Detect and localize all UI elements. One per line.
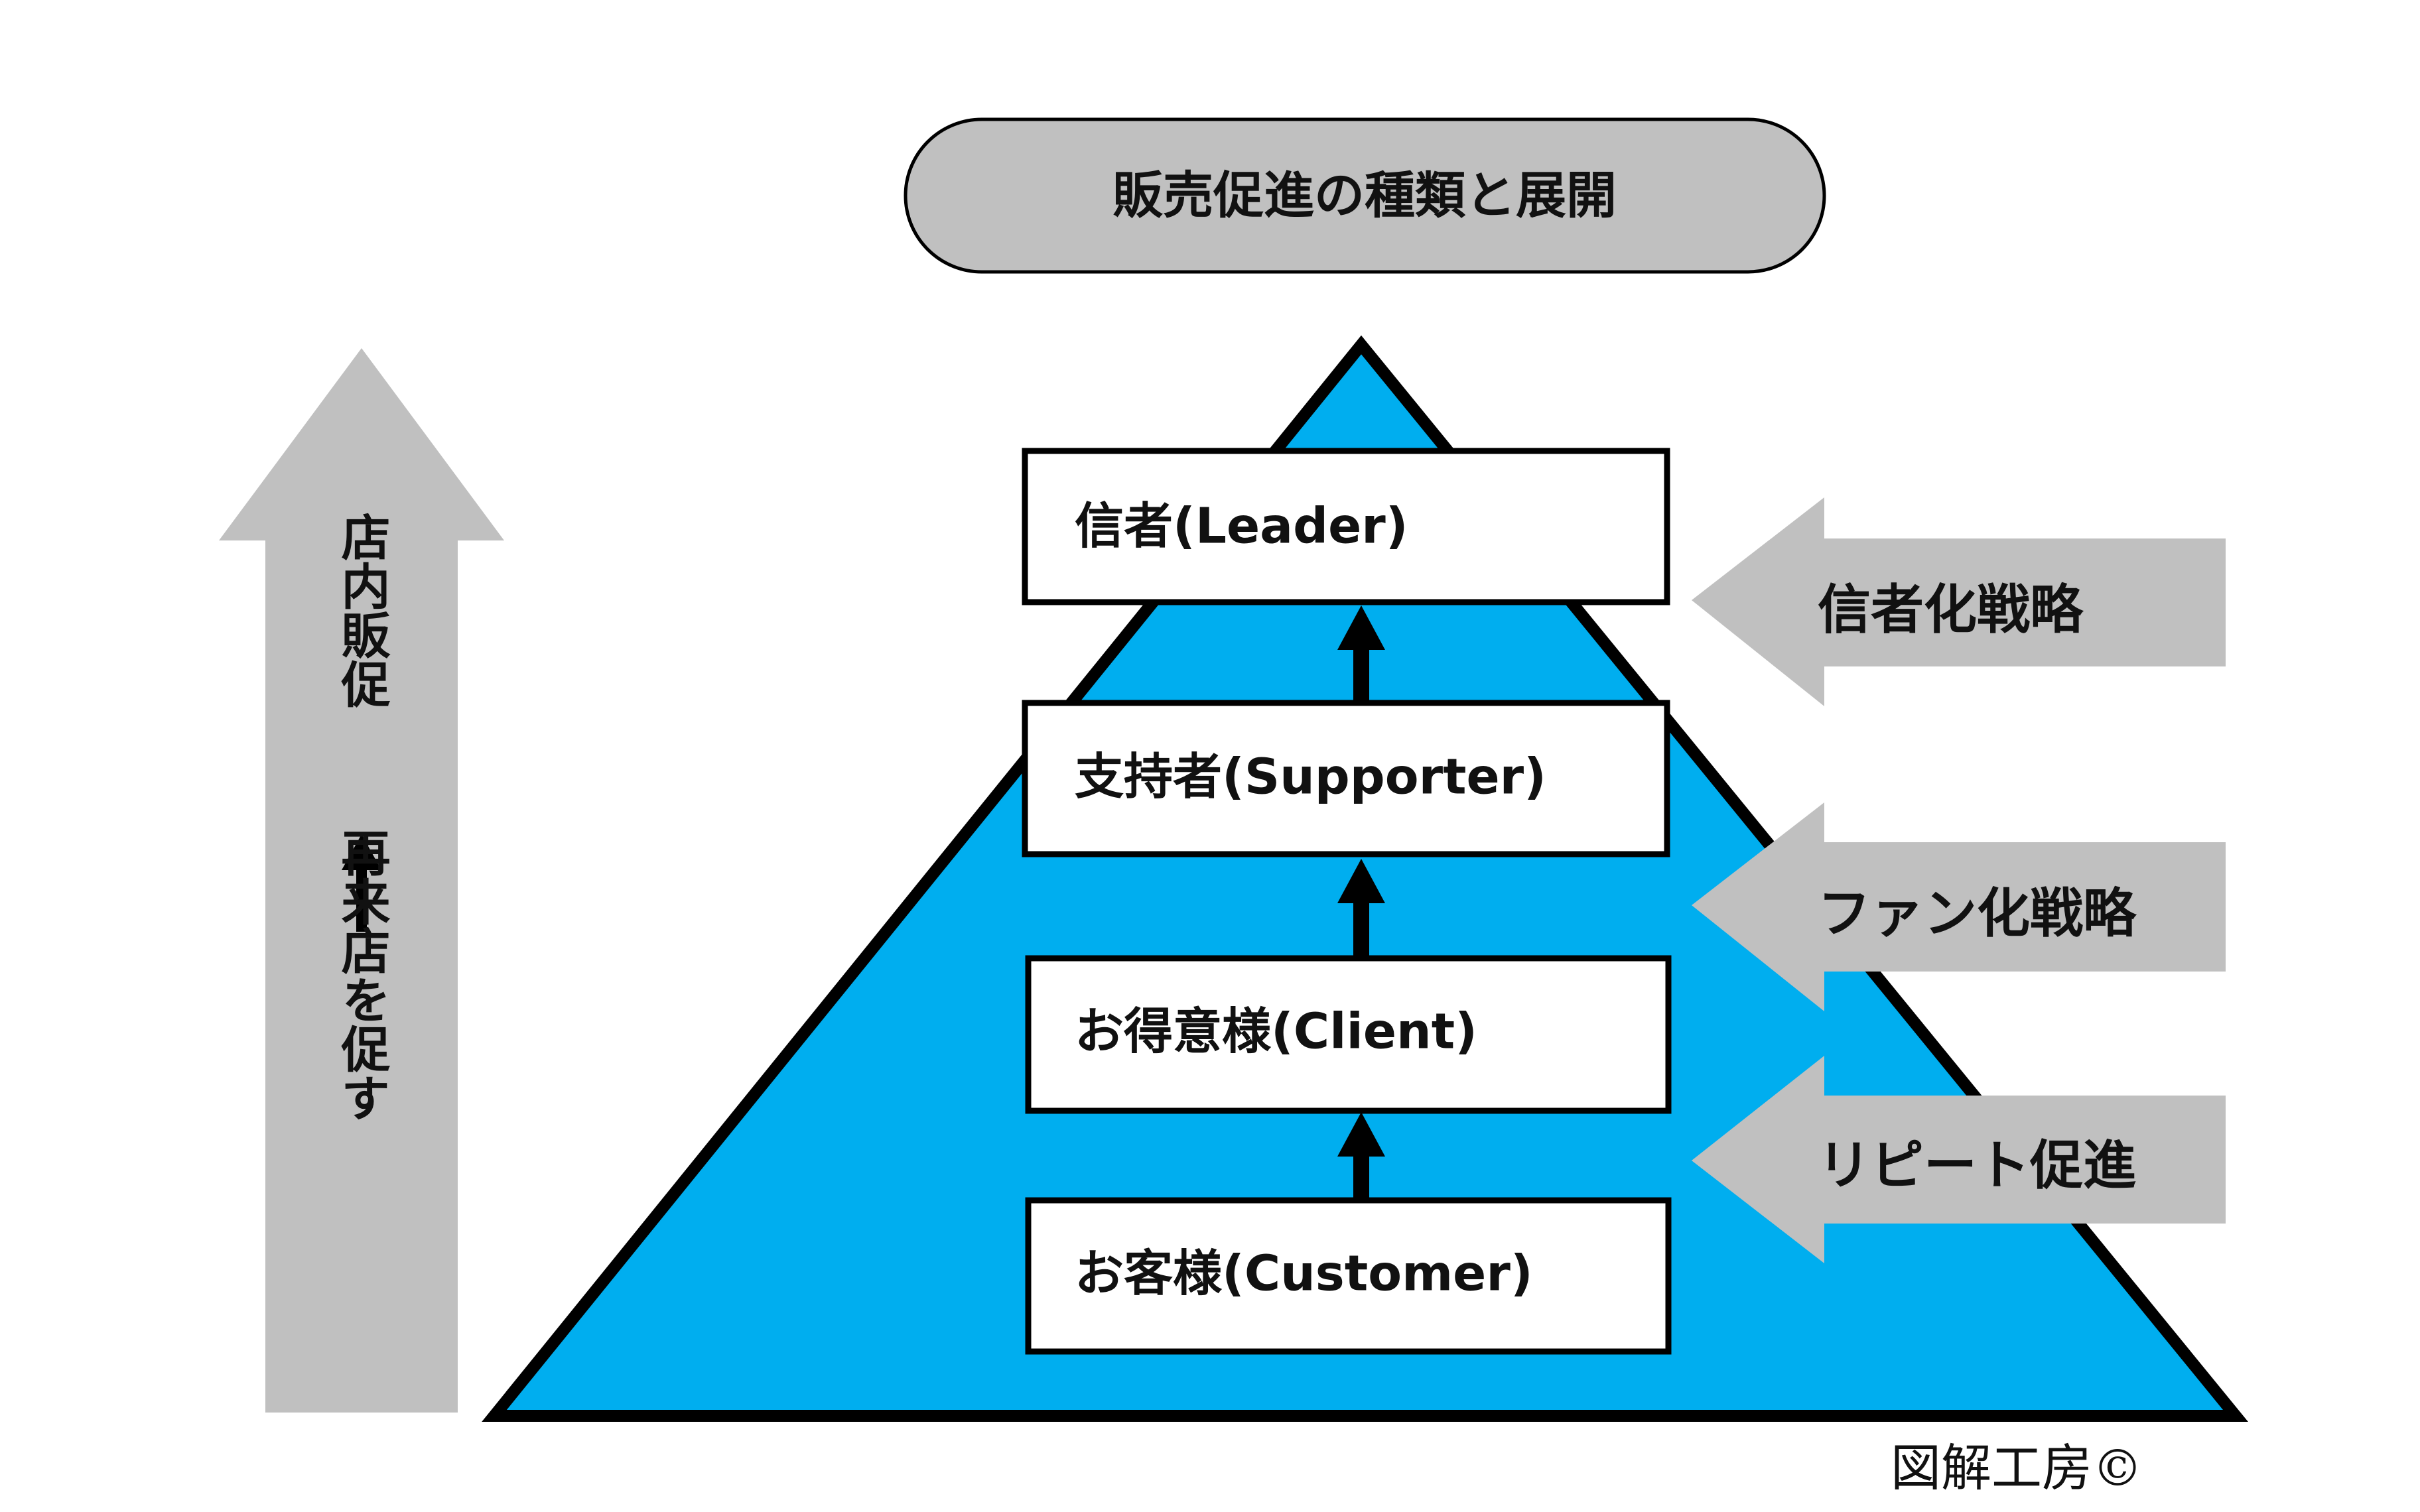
level-label: 信者(Leader): [1075, 498, 1408, 555]
left-arrow-top-label: 店内販促: [333, 512, 391, 708]
level-label: お客様(Customer): [1075, 1245, 1533, 1302]
title-badge: 販売促進の種類と展開: [904, 117, 1826, 274]
strategy-label: リピート促進: [1818, 1135, 2136, 1196]
strategy-arrow-fan: ファン化戦略: [1692, 802, 2226, 1011]
level-label: 支持者(Supporter): [1075, 749, 1546, 806]
level-box-supporter: 支持者(Supporter): [1022, 700, 1670, 857]
strategy-label: 信者化戦略: [1818, 579, 2084, 641]
left-progress-arrow: 店内販促 再来店を促す: [219, 348, 504, 1413]
level-box-leader: 信者(Leader): [1022, 448, 1670, 605]
strategy-arrow-repeat: リピート促進: [1692, 1056, 2226, 1263]
level-label: お得意様(Client): [1075, 1003, 1477, 1060]
level-arrow-up-icon: [1337, 859, 1385, 956]
level-box-customer: お客様(Customer): [1025, 1197, 1672, 1355]
left-arrow-inner-arrow-icon: [342, 834, 381, 932]
left-arrow-bottom-label: 再来店を促す: [333, 828, 391, 1122]
title-ellipse: [904, 117, 1826, 274]
title-text: 販売促進の種類と展開: [1112, 166, 1617, 225]
strategy-label: ファン化戦略: [1818, 883, 2137, 944]
level-arrow-up-icon: [1337, 605, 1385, 703]
credit-text: 図解工房©: [1891, 1438, 2143, 1497]
level-box-client: お得意様(Client): [1025, 955, 1672, 1114]
strategy-arrow-leader: 信者化戦略: [1692, 497, 2226, 706]
